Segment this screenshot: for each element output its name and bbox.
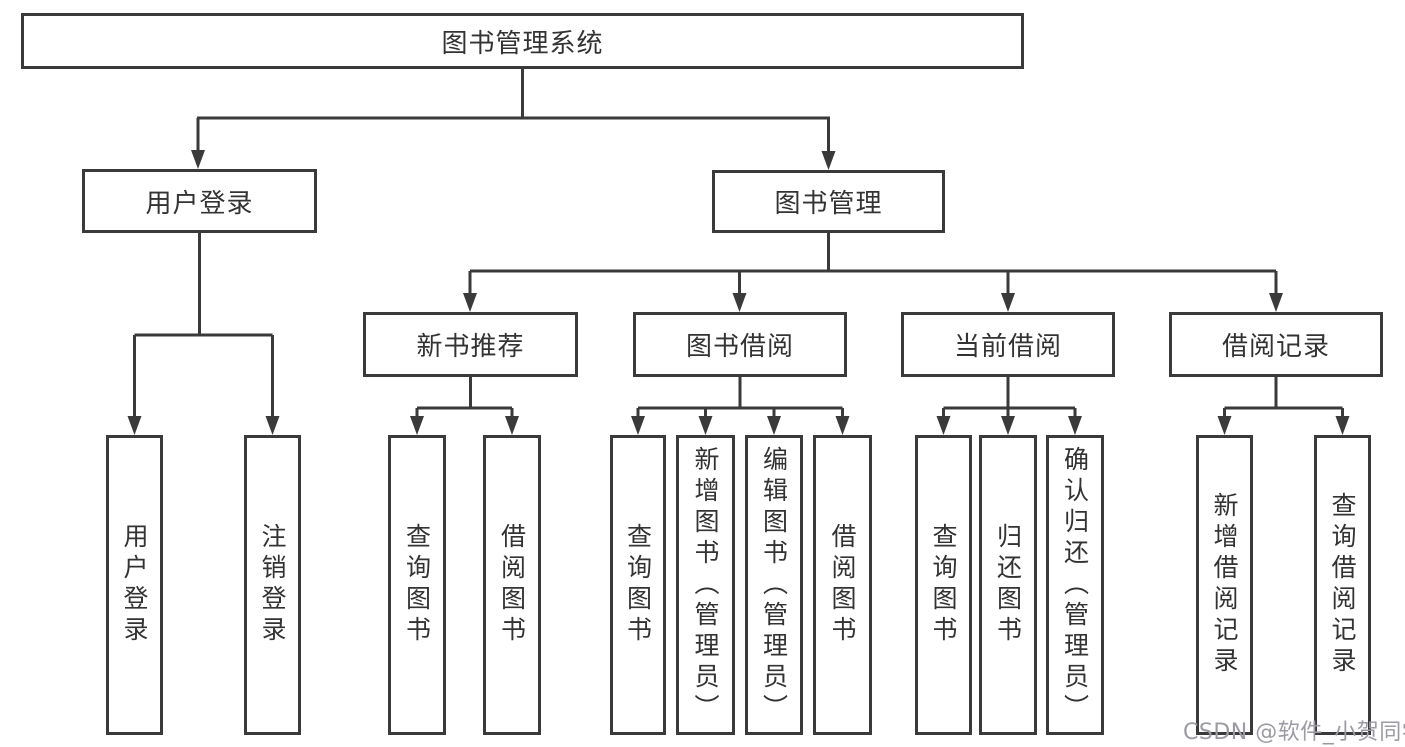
node-leaf-add-books-admin: 新增图书（管理员） (676, 435, 735, 735)
node-label: 查询借阅记录 (1328, 492, 1357, 678)
node-leaf-confirm-return-admin: 确认归还（管理员） (1046, 435, 1104, 735)
node-book-borrowing: 图书借阅 (633, 312, 847, 377)
node-label: 编辑图书（管理员） (759, 445, 789, 725)
node-leaf-query-books-current: 查询图书 (915, 435, 972, 735)
node-leaf-borrow-books: 借阅图书 (813, 435, 872, 735)
connector-new-book-group (415, 377, 514, 420)
node-leaf-user-login: 用户登录 (106, 435, 163, 735)
node-label: 新增借阅记录 (1210, 492, 1239, 678)
node-label: 借阅图书 (497, 523, 527, 647)
node-leaf-logout: 注销登录 (244, 435, 301, 735)
connector-book-borrow-group (636, 377, 844, 420)
connector-root-to-level2 (196, 69, 830, 154)
node-leaf-edit-books-admin: 编辑图书（管理员） (745, 435, 803, 735)
node-label: 借阅记录 (1221, 332, 1330, 362)
node-leaf-query-books-borrowing: 查询图书 (610, 435, 666, 735)
node-current-borrowing: 当前借阅 (901, 312, 1115, 377)
node-label: 确认归还（管理员） (1060, 445, 1090, 725)
connector-borrow-records-group (1223, 377, 1344, 420)
connector-book-management-to-level3 (468, 233, 1278, 297)
node-leaf-return-books: 归还图书 (979, 435, 1037, 735)
node-label: 用户登录 (145, 188, 254, 219)
node-label: 新书推荐 (416, 332, 525, 362)
connector-current-borrow-group (942, 377, 1077, 420)
node-label: 查询图书 (402, 523, 432, 647)
node-label: 借阅图书 (828, 523, 857, 647)
node-book-management: 图书管理 (712, 170, 945, 233)
watermark-text: CSDN @软件_小贺同学 (1183, 720, 1405, 745)
connector-user-login-group (133, 233, 274, 420)
node-label: 查询图书 (623, 523, 653, 647)
node-leaf-borrow-books-recommend: 借阅图书 (483, 435, 541, 735)
node-book-management-system: 图书管理系统 (21, 13, 1024, 69)
node-label: 新增图书（管理员） (691, 445, 720, 725)
node-borrowing-records: 借阅记录 (1169, 312, 1383, 377)
node-label: 归还图书 (993, 523, 1023, 647)
node-label: 图书管理系统 (441, 28, 604, 59)
node-label: 当前借阅 (953, 332, 1062, 362)
node-label: 注销登录 (258, 523, 287, 647)
node-new-book-recommendation: 新书推荐 (363, 312, 578, 377)
node-leaf-query-books-recommend: 查询图书 (388, 435, 446, 735)
node-leaf-add-borrow-record: 新增借阅记录 (1196, 435, 1253, 735)
node-leaf-query-borrow-record: 查询借阅记录 (1314, 435, 1371, 735)
node-user-login: 用户登录 (82, 169, 317, 233)
node-label: 图书借阅 (685, 332, 794, 362)
node-label: 用户登录 (120, 523, 149, 647)
node-label: 图书管理 (774, 189, 883, 219)
node-label: 查询图书 (929, 523, 958, 647)
